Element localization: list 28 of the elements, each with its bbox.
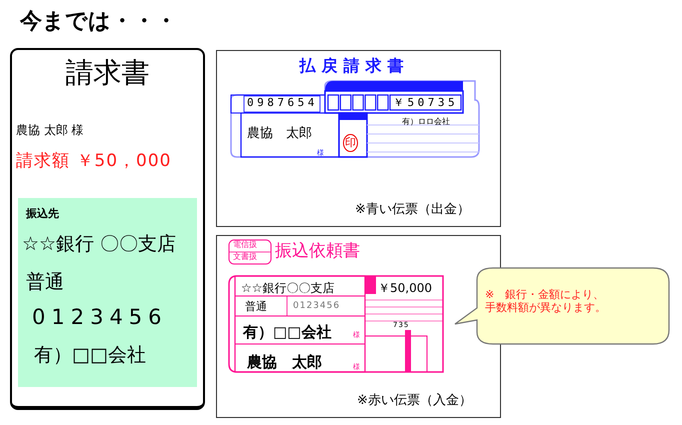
account-number: 0123456 bbox=[32, 306, 168, 330]
invoice-card bbox=[10, 48, 205, 410]
panel-heading: 振込先 bbox=[26, 208, 59, 220]
depositor-name: 農協 太郎 bbox=[247, 127, 312, 142]
account-holder-text: 有）□□会社 bbox=[243, 324, 332, 340]
depositor-name: 農協 太郎 bbox=[247, 354, 322, 370]
account-type-text: 普通 bbox=[245, 301, 267, 314]
account-holder-text: 有）ロロ会社 bbox=[402, 118, 450, 127]
bank-branch-text: ☆☆銀行 〇〇支店 bbox=[22, 234, 176, 255]
account-holder-text: 有）□□会社 bbox=[34, 345, 146, 366]
page-title: 今までは・・・ bbox=[20, 8, 177, 36]
invoice-title: 請求書 bbox=[64, 58, 150, 89]
account-number: 0123456 bbox=[293, 302, 340, 312]
slip-title: 払戻請求書 bbox=[298, 57, 410, 75]
seal-mark: 印 bbox=[343, 134, 358, 152]
account-type-text: 普通 bbox=[26, 272, 64, 293]
amount-text: ￥50,000 bbox=[378, 282, 432, 296]
slip-title: 振込依頼書 bbox=[275, 242, 360, 261]
handling-label: 文書扱 bbox=[233, 253, 257, 262]
handling-label: 電信扱 bbox=[233, 241, 257, 250]
slip-frame bbox=[216, 50, 501, 227]
bank-branch-text: ☆☆銀行〇〇支店 bbox=[241, 282, 335, 296]
slip-caption: ※赤い伝票（入金） bbox=[357, 394, 472, 408]
slip-caption: ※青い伝票（出金） bbox=[355, 203, 470, 218]
transfer-info-panel bbox=[18, 198, 197, 387]
callout-text: ※ 銀行・金額により、手数料額が異なります。 bbox=[485, 288, 607, 314]
addressee-text: 農協 太郎 様 bbox=[16, 124, 84, 138]
amount-text: 請求額 ￥50，000 bbox=[16, 152, 172, 171]
